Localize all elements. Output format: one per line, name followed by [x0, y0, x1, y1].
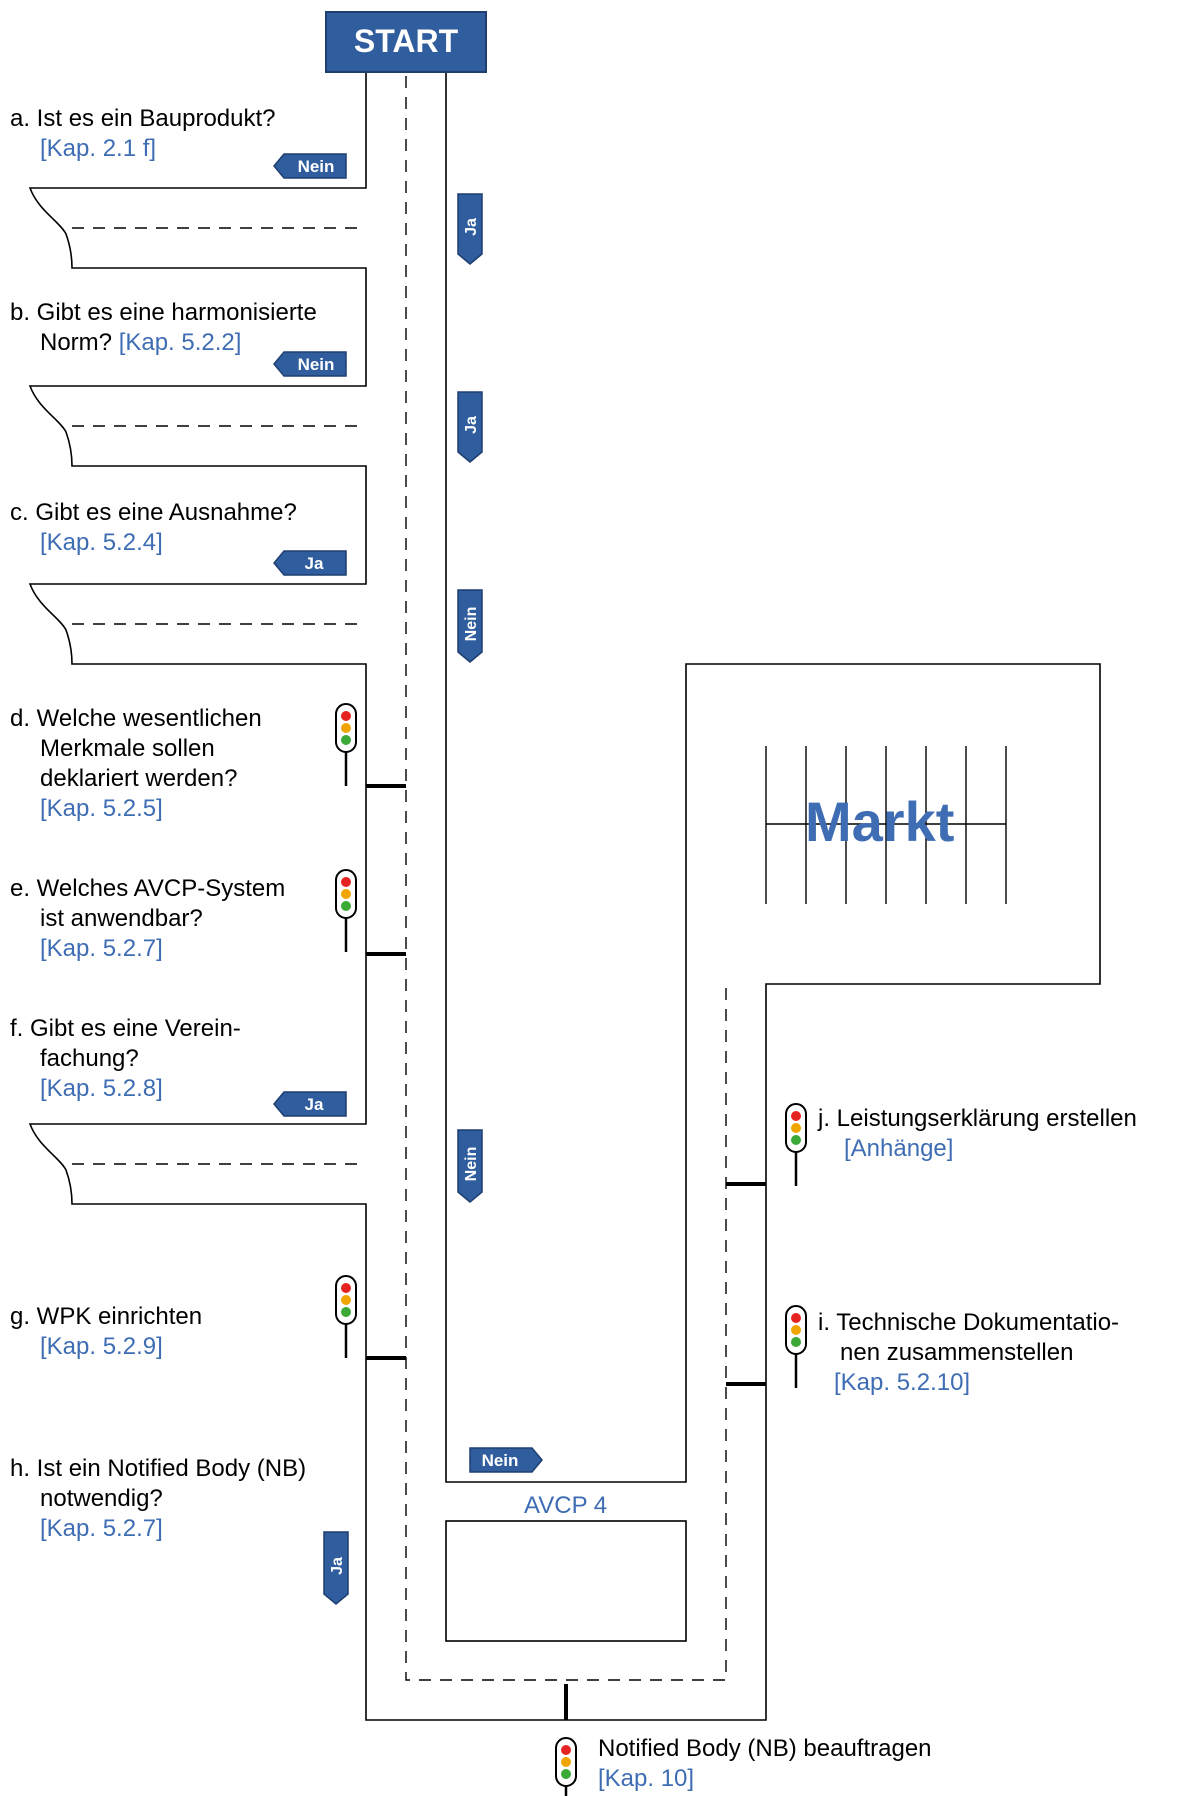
markt-grid: [765, 746, 1007, 904]
question-b-line1: b. Gibt es eine harmonisierte: [10, 299, 317, 326]
avcp4-label: AVCP 4: [524, 1492, 608, 1519]
question-a-title: a. Ist es ein Bauprodukt?: [10, 105, 276, 132]
station-connectors: [366, 784, 766, 1720]
question-e: e. Welches AVCP-System ist anwendbar? [K…: [10, 874, 285, 964]
question-f-line1: f. Gibt es eine Verein-: [10, 1015, 241, 1042]
tag-ja-h-label: Ja: [329, 1557, 346, 1575]
markt-label: Markt: [805, 790, 955, 853]
traffic-light-icon: [335, 1275, 357, 1358]
start-label: START: [354, 23, 459, 59]
traffic-light-icon: [335, 869, 357, 952]
question-b-line2-row: Norm? [Kap. 5.2.2]: [10, 328, 317, 358]
question-h: h. Ist ein Notified Body (NB) notwendig?…: [10, 1454, 306, 1544]
notified-body-title: Notified Body (NB) beauftragen: [598, 1735, 932, 1762]
tag-a-nein: Nein: [273, 153, 347, 179]
question-f-ref: [Kap. 5.2.8]: [40, 1075, 163, 1102]
tag-f-ja: Ja: [273, 1091, 347, 1117]
question-f-line2: fachung?: [40, 1045, 139, 1072]
question-h-ref: [Kap. 5.2.7]: [40, 1515, 163, 1542]
question-d: d. Welche wesentlichen Merkmale sollen d…: [10, 704, 262, 824]
traffic-light-icon: [555, 1737, 577, 1796]
notified-body-ref: [Kap. 10]: [598, 1765, 695, 1792]
dashed-guides: [72, 76, 727, 1681]
question-d-line1: d. Welche wesentlichen: [10, 705, 262, 732]
question-j-title: j. Leistungserklärung erstellen: [818, 1105, 1137, 1132]
question-a: a. Ist es ein Bauprodukt? [Kap. 2.1 f]: [10, 104, 276, 164]
flow-path-outlines: [28, 72, 1101, 1721]
question-j: j. Leistungserklärung erstellen [Anhänge…: [818, 1104, 1137, 1164]
tag-f-ja-label: Ja: [305, 1095, 324, 1114]
tag-nein-2-label: Nein: [463, 1147, 480, 1182]
tag-b-nein: Nein: [273, 351, 347, 377]
question-e-line2: ist anwendbar?: [40, 905, 203, 932]
question-a-ref: [Kap. 2.1 f]: [40, 135, 157, 162]
question-g-title: g. WPK einrichten: [10, 1303, 203, 1330]
question-g: g. WPK einrichten [Kap. 5.2.9]: [10, 1302, 202, 1362]
question-d-ref: [Kap. 5.2.5]: [40, 795, 163, 822]
question-h-line1: h. Ist ein Notified Body (NB): [10, 1455, 307, 1482]
question-e-ref: [Kap. 5.2.7]: [40, 935, 163, 962]
question-i: i. Technische Dokumentatio- nen zusammen…: [818, 1308, 1119, 1398]
traffic-light-icon: [785, 1103, 807, 1186]
question-h-line2: notwendig?: [40, 1485, 163, 1512]
tag-c-ja: Ja: [273, 550, 347, 576]
question-c-title: c. Gibt es eine Ausnahme?: [10, 499, 297, 526]
tag-ja-1: Ja: [457, 193, 483, 265]
start-box: START: [325, 11, 487, 73]
question-b: b. Gibt es eine harmonisierte Norm? [Kap…: [10, 298, 317, 358]
tag-nein-2: Nein: [457, 1129, 483, 1203]
tag-a-nein-label: Nein: [298, 157, 335, 176]
tag-ja-2: Ja: [457, 391, 483, 463]
tag-ja-2-label: Ja: [463, 416, 480, 434]
traffic-light-icon: [785, 1305, 807, 1388]
tag-nein-1-label: Nein: [463, 607, 480, 642]
question-d-line3: deklariert werden?: [40, 765, 238, 792]
tag-c-ja-label: Ja: [305, 554, 324, 573]
question-b-line2: Norm?: [40, 329, 113, 356]
question-g-ref: [Kap. 5.2.9]: [40, 1333, 163, 1360]
question-b-ref: [Kap. 5.2.2]: [118, 329, 242, 356]
question-j-ref: [Anhänge]: [844, 1135, 954, 1162]
question-i-line2: nen zusammenstellen: [840, 1339, 1074, 1366]
question-f: f. Gibt es eine Verein- fachung? [Kap. 5…: [10, 1014, 241, 1104]
question-c-ref: [Kap. 5.2.4]: [40, 529, 163, 556]
traffic-light-icon: [335, 703, 357, 786]
notified-body-step: Notified Body (NB) beauftragen [Kap. 10]: [598, 1734, 932, 1794]
tag-b-nein-label: Nein: [298, 355, 335, 374]
question-e-line1: e. Welches AVCP-System: [10, 875, 286, 902]
tag-ja-h: Ja: [323, 1531, 349, 1605]
question-i-line1: i. Technische Dokumentatio-: [818, 1309, 1120, 1336]
tag-avcp-nein: Nein: [469, 1447, 543, 1473]
question-i-ref: [Kap. 5.2.10]: [834, 1369, 971, 1396]
tag-avcp-nein-label: Nein: [482, 1451, 519, 1470]
question-c: c. Gibt es eine Ausnahme? [Kap. 5.2.4]: [10, 498, 297, 558]
tag-ja-1-label: Ja: [463, 218, 480, 236]
question-d-line2: Merkmale sollen: [40, 735, 215, 762]
tag-nein-1: Nein: [457, 589, 483, 663]
